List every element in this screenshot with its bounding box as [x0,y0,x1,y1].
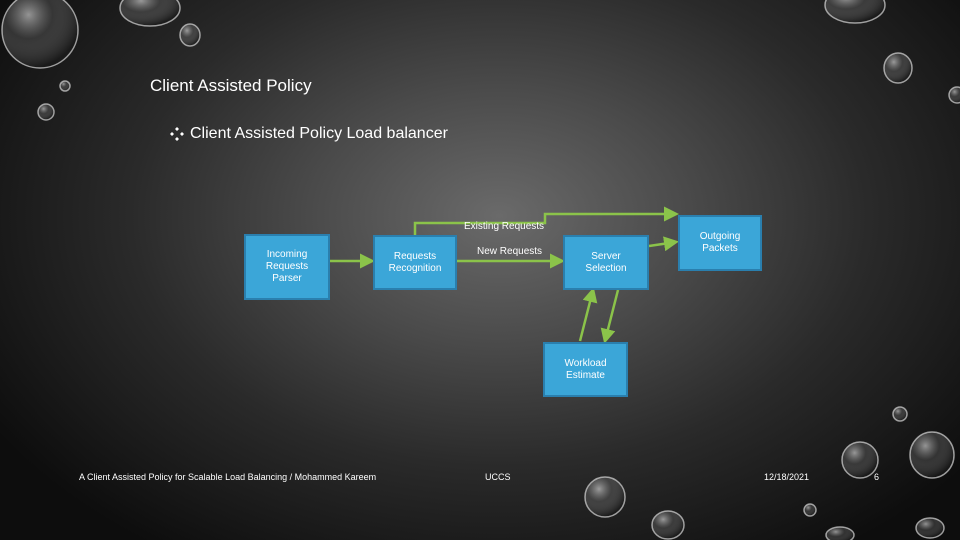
box-line: Workload [564,357,607,369]
existing-requests-label: Existing Requests [464,221,545,232]
footer-page-number: 6 [874,472,880,482]
footer-date: 12/18/2021 [764,472,810,482]
box-line: Packets [702,243,738,254]
new-requests-label: New Requests [477,246,543,257]
box-line: Parser [272,273,302,284]
box-line: Estimate [566,369,605,381]
bullet-item: Client Assisted Policy Load balancer [170,125,448,143]
bullet-text: Client Assisted Policy Load balancer [190,125,448,142]
diamond-bullet-icon [170,127,184,141]
workload-estimate-box: Workload Estimate [543,342,628,397]
incoming-requests-parser-box: Incoming Requests Parser [244,234,330,300]
footer-organization: UCCS [485,472,511,482]
box-line: Requests [265,261,309,272]
outgoing-packets-box: Outgoing Packets [678,215,762,271]
slide-title: Client Assisted Policy [150,76,312,95]
box-line: Selection [585,262,627,274]
box-line: Outgoing [699,231,741,242]
footer-paper-title: A Client Assisted Policy for Scalable Lo… [79,472,377,482]
box-line: Incoming [266,249,308,260]
server-selection-box: Server Selection [563,235,649,290]
arrow-existing-requests [413,206,679,235]
arrow-workload-to-selection [578,287,598,342]
arrow-selection-to-workload [600,289,620,344]
arrow-selection-to-outgoing [648,236,679,252]
requests-recognition-box: Requests Recognition [373,235,457,290]
box-line: Server [591,250,621,262]
box-line: Recognition [388,262,442,274]
box-line: Requests [393,250,437,262]
